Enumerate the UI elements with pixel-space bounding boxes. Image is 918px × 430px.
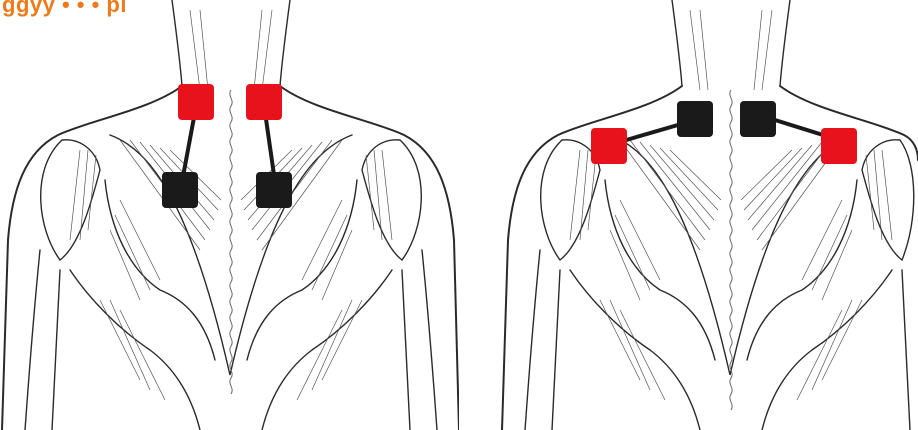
red-electrode-shoulder-right [821,128,857,164]
muscle-fibers-right [570,10,892,400]
black-electrode-lower-neck-right [740,101,776,137]
back-muscle-illustration-right [459,0,918,430]
spine-left [230,90,232,394]
black-electrode-trapezius-left [162,172,198,208]
black-electrode-lower-neck-left [677,101,713,137]
black-electrode-trapezius-right [256,172,292,208]
red-electrode-shoulder-left [591,128,627,164]
back-muscle-illustration-left [0,0,459,430]
red-electrode-neck-left [178,84,214,120]
diagram-left-neck-trapezius [0,0,459,430]
spine-right [730,90,732,410]
red-electrode-neck-right [246,84,282,120]
muscle-fibers-left [70,10,392,400]
diagram-right-shoulder [459,0,918,430]
electrode-wires-left [182,112,275,182]
